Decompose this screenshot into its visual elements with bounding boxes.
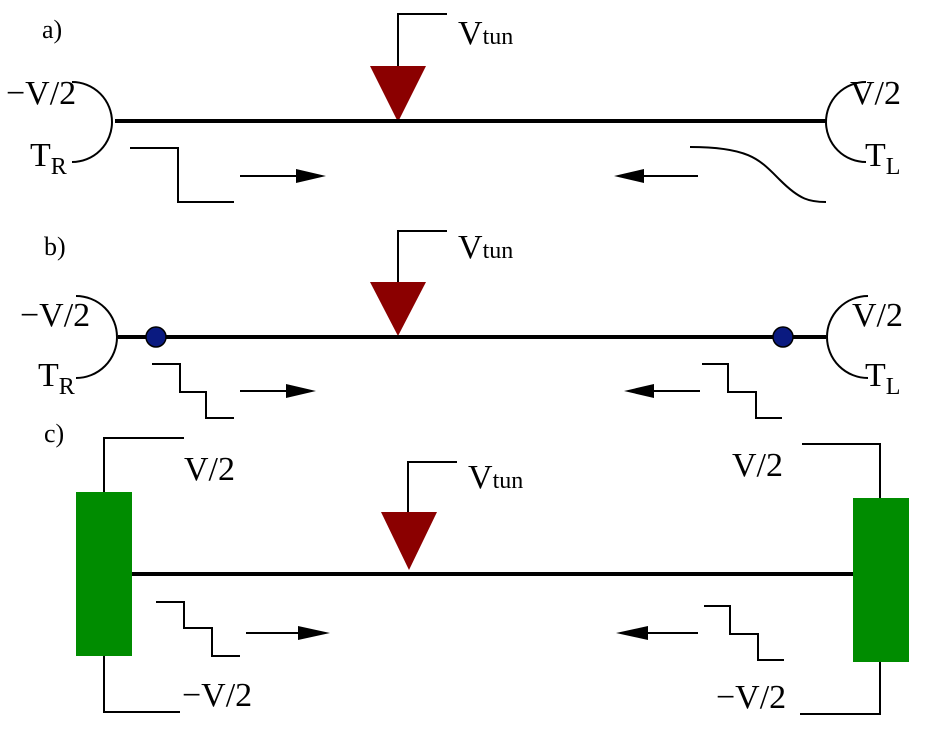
panel-c-probe-wire [407,461,457,520]
panel-b-probe-label: Vtun [458,229,513,266]
panel-c-left-arrow-head [616,626,648,640]
panel-a-left-arrow-head [614,169,644,183]
panel-c-right-distribution [704,605,784,661]
panel-c-right-bottom-voltage: −V/2 [716,679,786,716]
panel-c-right-reservoir [853,498,909,662]
panel-b-right-arrow-head [286,384,316,398]
panel-b-left-temp: TR [38,357,75,400]
panel-b-label: b) [44,232,66,261]
panel-b-left-impurity-dot [145,326,167,348]
panel-c-left-reservoir [76,492,132,656]
panel-a-probe-label: Vtun [458,15,513,52]
panel-b-right-temp: TL [865,357,900,400]
panel-a-probe-wire [397,13,447,78]
panel-c-probe-label: Vtun [468,459,523,496]
panel-a-probe-triangle [370,66,426,122]
panel-b-probe-wire [397,230,447,290]
panel-c-probe-triangle [381,512,437,570]
panel-c-left-top-lead [103,437,184,492]
panel-b-right-impurity-dot [772,326,794,348]
panel-b: b) Vtun −V/2 TR V/2 TL [20,229,903,419]
panel-c-right-top-lead [802,443,881,498]
panel-a-right-temp: TL [865,137,900,180]
panel-a: a) Vtun −V/2 TR V/2 TL [6,13,901,203]
panel-b-left-distribution [152,363,234,419]
panel-c-left-bottom-lead [103,656,180,713]
panel-b-left-voltage: −V/2 [20,297,90,334]
panel-b-left-arrow-head [624,384,654,398]
panel-c-left-top-voltage: V/2 [184,451,235,488]
panel-c: c) Vtun V/2 −V/2 V/2 −V/2 [44,419,909,716]
panel-c-left-bottom-voltage: −V/2 [182,677,252,714]
panel-b-left-reservoir [75,295,118,379]
panel-a-right-arrow-head [296,169,326,183]
panel-a-right-voltage: V/2 [850,75,901,112]
panel-b-right-reservoir [826,295,869,379]
panel-a-left-reservoir [71,81,113,163]
panel-c-right-top-voltage: V/2 [732,447,783,484]
panel-c-right-bottom-lead [800,662,881,715]
panel-c-right-arrow-head [298,626,330,640]
panel-a-left-temp: TR [30,137,67,180]
panel-a-left-voltage: −V/2 [6,75,76,112]
panel-b-probe-triangle [370,282,426,336]
panel-c-left-distribution [156,601,240,657]
panel-a-left-distribution [130,147,234,203]
panel-b-right-voltage: V/2 [852,297,903,334]
panel-a-label: a) [42,15,62,44]
panel-b-right-distribution [702,363,782,419]
panel-a-right-reservoir [825,81,867,163]
panel-c-label: c) [44,419,64,448]
panel-a-right-distribution [689,146,827,203]
